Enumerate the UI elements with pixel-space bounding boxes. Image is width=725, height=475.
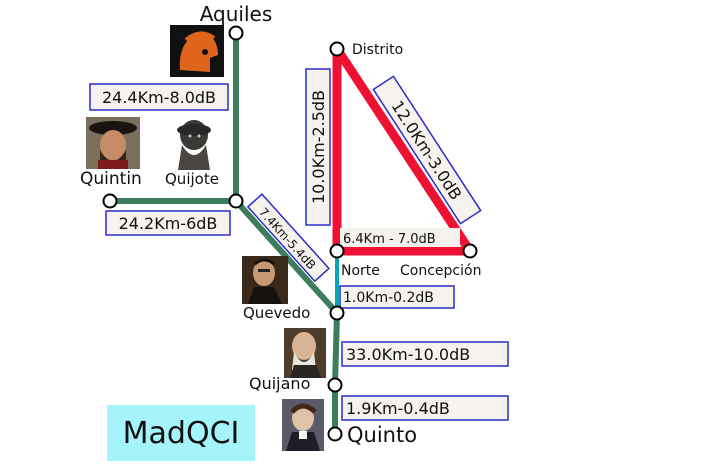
node-concepcion bbox=[462, 243, 478, 259]
bearded-man-portrait bbox=[86, 117, 140, 169]
link-label-aquiles-junction: 24.4Km-8.0dB bbox=[89, 83, 229, 111]
node-quevedo bbox=[329, 305, 345, 321]
svg-text:24.4Km-8.0dB: 24.4Km-8.0dB bbox=[102, 88, 216, 107]
node-label-quevedo: Quevedo bbox=[243, 304, 310, 322]
diagram-title: MadQCI bbox=[107, 405, 255, 461]
node-junction bbox=[228, 193, 244, 209]
link-label-quijano-quinto: 1.9Km-0.4dB bbox=[341, 395, 509, 421]
link-label-norte-quevedo: 1.0Km-0.2dB bbox=[339, 285, 455, 309]
node-label-quintin: Quintin bbox=[80, 169, 142, 189]
node-label-quijote: Quijote bbox=[165, 170, 219, 188]
node-label-quijano: Quijano bbox=[249, 374, 310, 393]
quijote-bust-portrait bbox=[173, 118, 219, 170]
young-man-portrait bbox=[282, 399, 324, 451]
svg-text:10.0Km-2.5dB: 10.0Km-2.5dB bbox=[309, 90, 328, 204]
node-label-quinto: Quinto bbox=[347, 423, 417, 447]
link-label-quintin-junction: 24.2Km-6dB bbox=[105, 210, 231, 236]
node-label-distrito: Distrito bbox=[352, 42, 403, 58]
node-label-norte: Norte bbox=[341, 263, 380, 279]
link-label-norte-concepcion: 6.4Km - 7.0dB bbox=[340, 228, 460, 247]
link-label-quevedo-quijano: 33.0Km-10.0dB bbox=[341, 341, 509, 367]
spartan-helmet-portrait bbox=[170, 25, 224, 77]
svg-text:24.2Km-6dB: 24.2Km-6dB bbox=[119, 214, 218, 233]
quevedo-portrait bbox=[242, 256, 288, 304]
link-distrito-concepcion bbox=[333, 46, 474, 254]
node-distrito bbox=[329, 41, 345, 57]
node-quintin bbox=[102, 193, 118, 209]
node-label-aquiles: Aquiles bbox=[200, 2, 273, 26]
node-quijano bbox=[327, 377, 343, 393]
node-label-concepcion: Concepción bbox=[400, 263, 481, 279]
link-label-distrito-concepcion: 12.0Km-3.0dB bbox=[372, 75, 482, 225]
old-man-portrait bbox=[284, 328, 326, 378]
svg-text:1.9Km-0.4dB: 1.9Km-0.4dB bbox=[346, 399, 450, 418]
node-quinto bbox=[327, 426, 343, 442]
node-aquiles bbox=[228, 25, 244, 41]
svg-text:1.0Km-0.2dB: 1.0Km-0.2dB bbox=[343, 290, 434, 306]
svg-text:33.0Km-10.0dB: 33.0Km-10.0dB bbox=[346, 345, 470, 364]
svg-text:6.4Km - 7.0dB: 6.4Km - 7.0dB bbox=[343, 232, 436, 247]
link-quevedo-quijano bbox=[332, 312, 340, 386]
link-label-distrito-norte: 10.0Km-2.5dB bbox=[305, 68, 331, 226]
node-norte bbox=[329, 243, 345, 259]
